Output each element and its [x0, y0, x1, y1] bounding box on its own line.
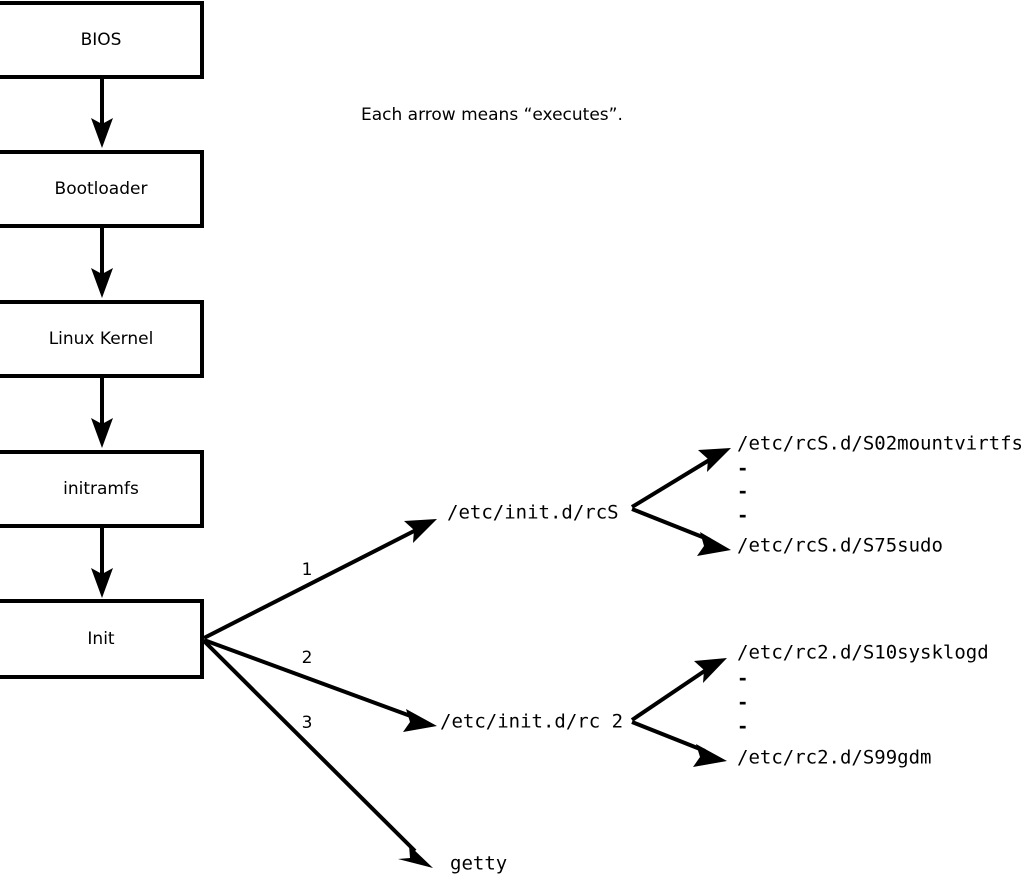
arrow-rcs-to-last-script — [631, 507, 731, 556]
arrowhead — [403, 709, 437, 732]
arrow-kernel-to-initramfs — [91, 376, 113, 448]
rcs-ellipsis-dash-3: - — [737, 505, 748, 527]
rc2-ellipsis-dash-1: - — [737, 668, 748, 690]
arrowhead — [91, 118, 113, 148]
arrowhead — [698, 448, 731, 472]
arrow-initramfs-to-init — [91, 526, 113, 598]
rcs-child-last-label: /etc/rcS.d/S75sudo — [737, 535, 943, 557]
arrowhead — [398, 845, 433, 868]
edge-number-3: 3 — [302, 713, 313, 733]
node-bios-rect — [0, 1, 204, 79]
node-init-label: Init — [87, 629, 115, 649]
arrowhead — [694, 658, 727, 683]
node-bios[interactable]: BIOS — [0, 1, 204, 79]
node-linux-kernel-label: Linux Kernel — [49, 329, 154, 349]
arrow-init-to-getty: 3 — [202, 639, 433, 868]
legend-note: Each arrow means “executes”. — [361, 105, 623, 125]
branch-target-getty-label: getty — [450, 853, 507, 875]
rc2-ellipsis-dash-2: - — [737, 692, 748, 714]
rc2-child-last-label: /etc/rc2.d/S99gdm — [737, 747, 931, 769]
branch-target-rc2-label: /etc/init.d/rc 2 — [440, 711, 623, 733]
rc2-child-first-label: /etc/rc2.d/S10sysklogd — [737, 642, 989, 664]
branch-target-rcs-label: /etc/init.d/rcS — [447, 502, 619, 524]
arrow-init-to-rc2: 2 — [203, 638, 437, 732]
arrow-rc2-to-last-script — [631, 720, 727, 767]
node-initramfs-label: initramfs — [63, 479, 139, 499]
arrowhead — [404, 519, 437, 543]
rcs-child-first-label: /etc/rcS.d/S02mountvirtfs — [737, 433, 1023, 455]
arrowhead — [693, 744, 727, 767]
node-init[interactable]: Init — [0, 599, 204, 679]
node-bios-label: BIOS — [81, 30, 122, 50]
arrowhead — [697, 532, 731, 556]
node-bootloader-rect — [0, 150, 204, 228]
arrowhead — [91, 268, 113, 298]
edge-number-2: 2 — [302, 648, 313, 668]
arrow-rcs-to-first-script — [630, 448, 731, 509]
arrow-rc2-to-first-script — [630, 658, 727, 722]
node-linux-kernel-rect — [0, 300, 204, 378]
arrowhead — [91, 418, 113, 448]
node-linux-kernel[interactable]: Linux Kernel — [0, 300, 204, 378]
node-initramfs[interactable]: initramfs — [0, 450, 204, 528]
rcs-ellipsis-dash-2: - — [737, 481, 748, 503]
rc2-ellipsis-dash-3: - — [737, 716, 748, 738]
node-bootloader[interactable]: Bootloader — [0, 150, 204, 228]
arrow-init-to-rcs: 1 — [203, 519, 437, 640]
arrow-bios-to-bootloader — [91, 77, 113, 148]
arrowhead — [91, 568, 113, 598]
rcs-ellipsis-dash-1: - — [737, 458, 748, 480]
node-init-rect — [0, 599, 204, 679]
arrow-bootloader-to-kernel — [91, 226, 113, 298]
edge-number-1: 1 — [302, 560, 313, 580]
node-bootloader-label: Bootloader — [55, 179, 148, 199]
node-initramfs-rect — [0, 450, 204, 528]
